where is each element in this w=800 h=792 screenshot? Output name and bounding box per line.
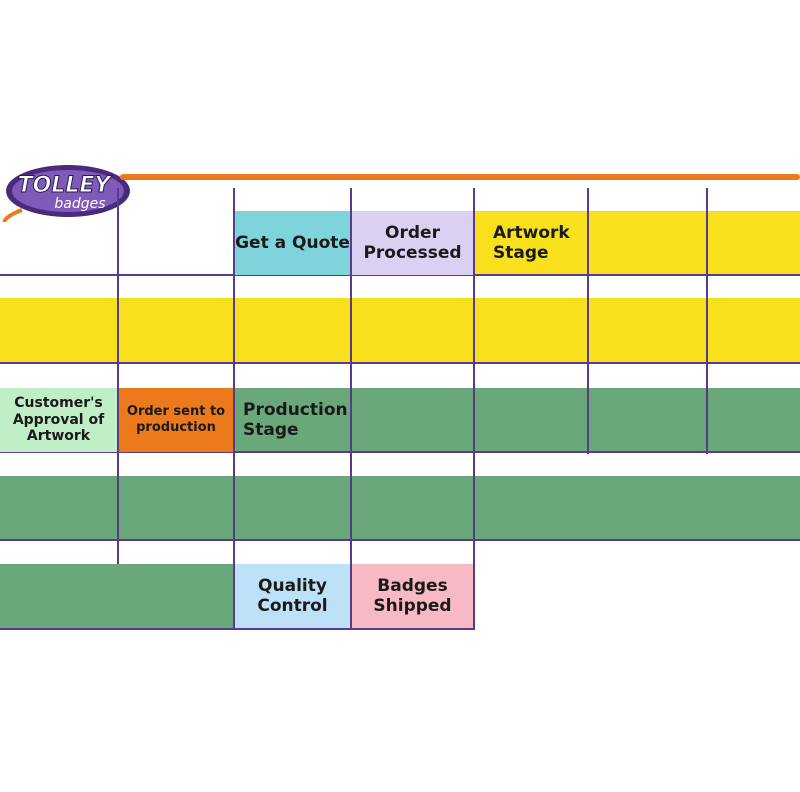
step-badges-shipped: Badges Shipped bbox=[352, 564, 473, 628]
grid-hline bbox=[0, 274, 800, 276]
logo-word-badges: badges bbox=[54, 196, 105, 212]
grid-hline bbox=[0, 539, 800, 541]
logo-ellipse-inner bbox=[12, 170, 124, 212]
step-get-quote: Get a Quote bbox=[235, 211, 350, 275]
production-band-row4 bbox=[0, 476, 800, 540]
header-orange-line bbox=[120, 174, 800, 180]
step-production-stage: Production Stage bbox=[243, 399, 348, 440]
logo-word-tolley: TOLLEY bbox=[18, 173, 113, 198]
production-band-row3 bbox=[235, 388, 800, 452]
grid-vline bbox=[706, 188, 708, 454]
grid-vline bbox=[117, 188, 119, 564]
grid-vline bbox=[587, 188, 589, 454]
step-quality-control: Quality Control bbox=[235, 564, 350, 628]
artwork-band-row1 bbox=[475, 211, 800, 275]
grid-hline bbox=[0, 451, 800, 453]
grid-vline bbox=[233, 188, 235, 630]
step-order-processed: Order Processed bbox=[352, 211, 473, 275]
grid-vline bbox=[350, 188, 352, 630]
grid-vline bbox=[473, 188, 475, 630]
step-artwork-stage: Artwork Stage bbox=[493, 222, 570, 263]
grid-hline bbox=[0, 362, 800, 364]
artwork-band-row2 bbox=[0, 298, 800, 362]
production-band-row5 bbox=[0, 564, 234, 628]
logo-orange-tail bbox=[2, 208, 23, 222]
grid-hline bbox=[0, 628, 475, 630]
step-customer-approval: Customer's Approval of Artwork bbox=[0, 388, 117, 452]
tolley-badges-logo: TOLLEY badges bbox=[2, 165, 130, 222]
step-order-sent: Order sent to production bbox=[119, 388, 233, 452]
